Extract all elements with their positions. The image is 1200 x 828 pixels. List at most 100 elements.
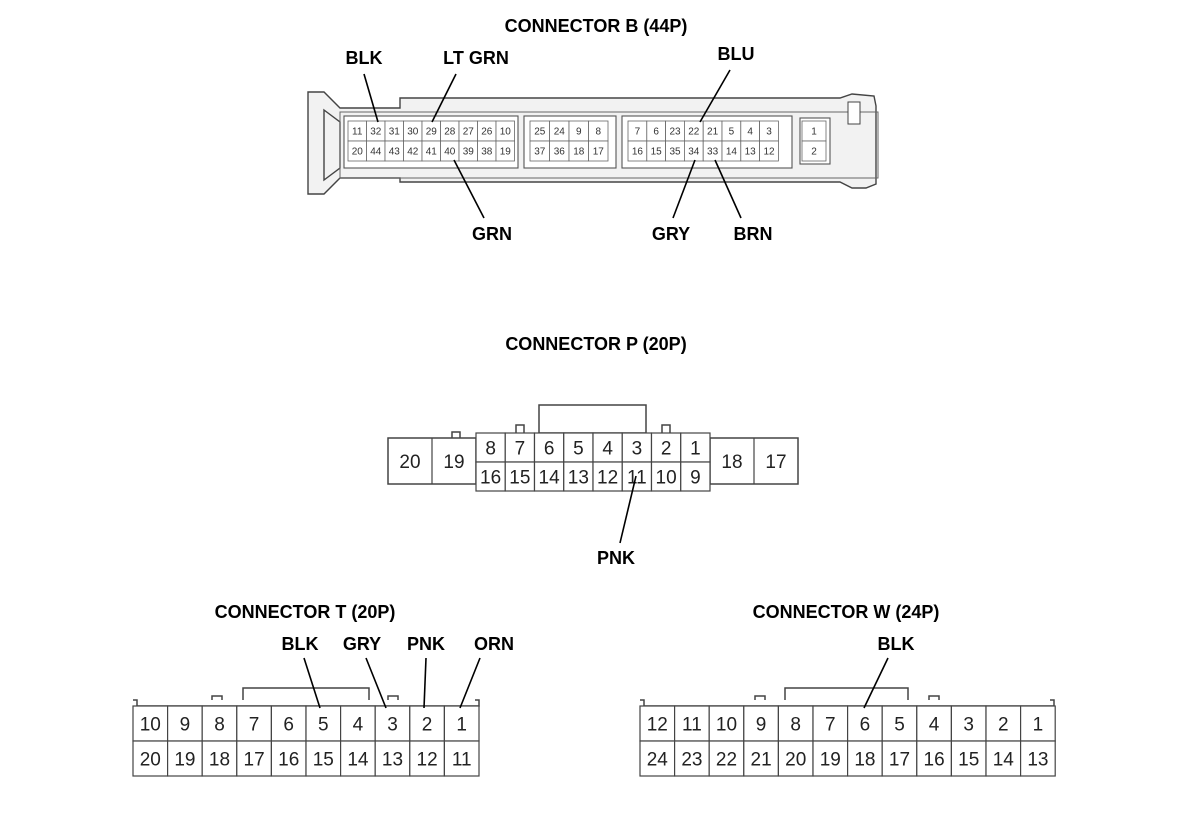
p-cell bbox=[563, 461, 594, 492]
t-pin-12: 12 bbox=[417, 749, 438, 770]
t-cell bbox=[409, 705, 445, 742]
wire-label-b-brn: BRN bbox=[734, 224, 773, 244]
wire-label-p-pnk: PNK bbox=[597, 548, 635, 568]
t-pin-6: 6 bbox=[283, 714, 294, 735]
p-pin-19: 19 bbox=[443, 452, 464, 473]
pointer-b-lt-grn bbox=[431, 73, 457, 123]
w-cell bbox=[846, 705, 883, 742]
b-pin-9: 9 bbox=[576, 127, 582, 138]
p-pin-11: 11 bbox=[627, 467, 647, 488]
b-pin-21: 21 bbox=[707, 127, 719, 138]
p-cell bbox=[504, 461, 536, 492]
wire-label-t-gry: GRY bbox=[343, 634, 381, 654]
w-pin-8: 8 bbox=[790, 714, 801, 735]
wire-label-b-grn: GRN bbox=[472, 224, 512, 244]
p-cell bbox=[475, 432, 506, 463]
wire-label-w-blk: BLK bbox=[878, 634, 915, 654]
b-pin-7: 7 bbox=[635, 127, 641, 138]
b-pin-19: 19 bbox=[500, 147, 512, 158]
t-pin-9: 9 bbox=[180, 714, 191, 735]
b-pin-44: 44 bbox=[370, 147, 382, 158]
b-pin-41: 41 bbox=[426, 147, 438, 158]
w-cell bbox=[673, 740, 710, 777]
p-pin-17: 17 bbox=[765, 452, 786, 473]
p-pin-5: 5 bbox=[573, 438, 584, 459]
b-pin-3: 3 bbox=[766, 127, 772, 138]
w-pin-5: 5 bbox=[894, 714, 905, 735]
p-pin-20: 20 bbox=[399, 452, 420, 473]
b-pin-16: 16 bbox=[632, 147, 644, 158]
p-pin-7: 7 bbox=[515, 438, 526, 459]
w-cell bbox=[881, 705, 918, 742]
t-cell bbox=[340, 705, 376, 742]
t-pin-11: 11 bbox=[452, 749, 472, 770]
t-pin-5: 5 bbox=[318, 714, 329, 735]
w-pin-6: 6 bbox=[860, 714, 871, 735]
pointer-b-brn bbox=[714, 159, 742, 219]
b-pin-33: 33 bbox=[707, 147, 719, 158]
pointer-t-gry bbox=[365, 657, 387, 709]
p-pin-14: 14 bbox=[539, 467, 561, 488]
p-cell bbox=[621, 432, 653, 463]
t-pin-1: 1 bbox=[456, 714, 467, 735]
p-pin-3: 3 bbox=[632, 438, 643, 459]
b-pin-2: 2 bbox=[811, 147, 817, 158]
b-pin-27: 27 bbox=[463, 127, 475, 138]
w-pin-9: 9 bbox=[756, 714, 767, 735]
b-pin-43: 43 bbox=[389, 147, 401, 158]
b-pin-12: 12 bbox=[763, 147, 775, 158]
connector-p-title: CONNECTOR P (20P) bbox=[505, 334, 686, 354]
p-pin-13: 13 bbox=[568, 467, 589, 488]
b-pin-42: 42 bbox=[407, 147, 419, 158]
wire-label-t-blk: BLK bbox=[282, 634, 319, 654]
t-cell bbox=[201, 740, 238, 777]
p-cell bbox=[592, 461, 623, 492]
b-pin-39: 39 bbox=[463, 147, 475, 158]
t-pin-10: 10 bbox=[140, 714, 161, 735]
p-pin-8: 8 bbox=[485, 438, 496, 459]
p-pin-4: 4 bbox=[602, 438, 613, 459]
b-pin-1: 1 bbox=[811, 127, 817, 138]
t-cell bbox=[236, 705, 273, 742]
w-cell bbox=[673, 705, 710, 742]
b-cell bbox=[759, 140, 779, 162]
w-pin-14: 14 bbox=[993, 749, 1015, 770]
pointer-b-blu bbox=[699, 69, 731, 123]
wire-label-b-lt-grn: LT GRN bbox=[443, 48, 509, 68]
b-pin-24: 24 bbox=[554, 127, 566, 138]
t-pin-14: 14 bbox=[347, 749, 369, 770]
pointer-t-orn bbox=[459, 657, 481, 709]
connector-t-title: CONNECTOR T (20P) bbox=[215, 602, 396, 622]
pointer-b-blk bbox=[363, 73, 379, 123]
w-pin-7: 7 bbox=[825, 714, 836, 735]
t-cell bbox=[201, 705, 238, 742]
t-cell bbox=[132, 740, 169, 777]
p-cell bbox=[680, 461, 711, 492]
p-pin-10: 10 bbox=[656, 467, 677, 488]
p-cell bbox=[650, 432, 682, 463]
pointer-t-pnk bbox=[423, 657, 427, 709]
b-pin-14: 14 bbox=[726, 147, 738, 158]
wire-label-b-blk: BLK bbox=[346, 48, 383, 68]
wire-label-b-blu: BLU bbox=[718, 44, 755, 64]
w-pin-11: 11 bbox=[682, 714, 702, 735]
pointer-b-gry bbox=[672, 159, 696, 219]
wire-label-b-gry: GRY bbox=[652, 224, 690, 244]
p-cell bbox=[650, 461, 682, 492]
w-pin-15: 15 bbox=[958, 749, 979, 770]
w-cell bbox=[1019, 740, 1056, 777]
t-pin-4: 4 bbox=[353, 714, 364, 735]
b-pin-35: 35 bbox=[669, 147, 681, 158]
t-pin-20: 20 bbox=[140, 749, 161, 770]
connector-t-housing bbox=[133, 687, 480, 707]
p-cell bbox=[621, 461, 653, 492]
p-pin-2: 2 bbox=[661, 438, 672, 459]
p-cell bbox=[680, 432, 711, 463]
pointer-p-pnk bbox=[619, 475, 637, 544]
b-cell bbox=[588, 140, 609, 162]
b-pin-22: 22 bbox=[688, 127, 700, 138]
